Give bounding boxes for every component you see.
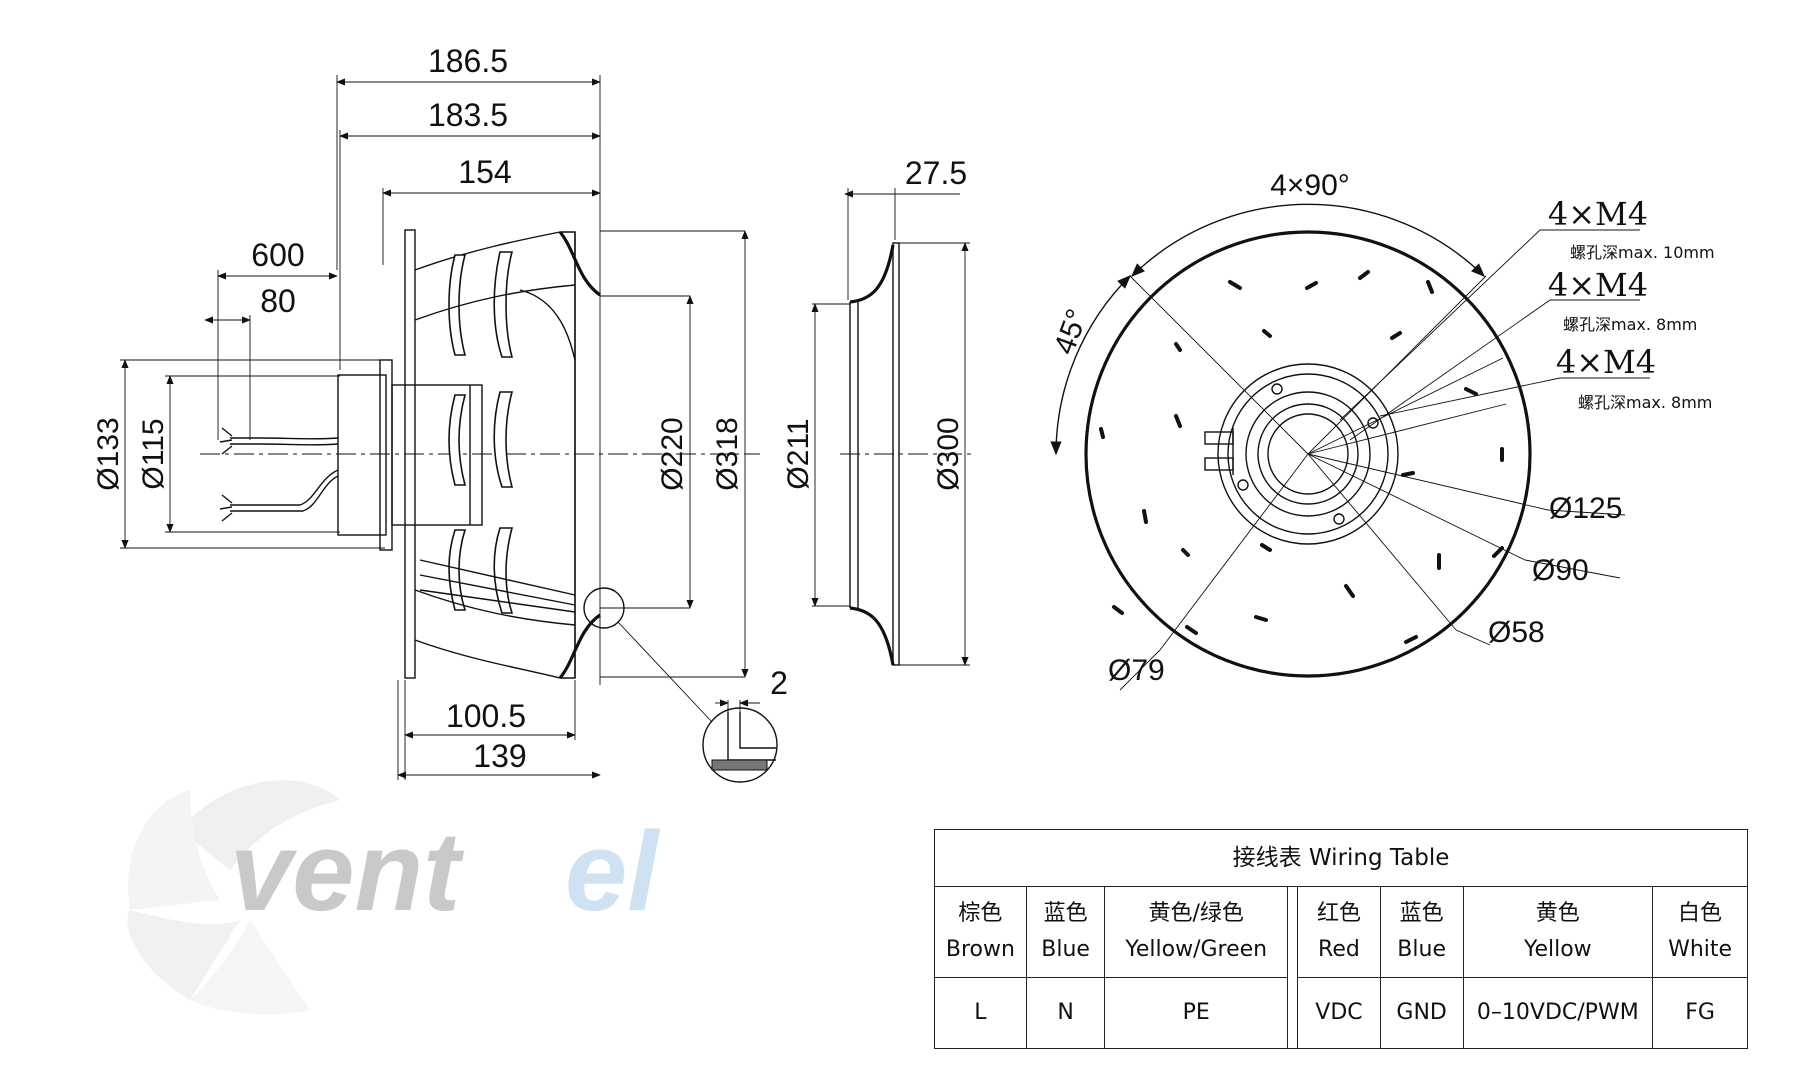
thread-note-1: 螺孔深max. 10mm: [1570, 243, 1715, 262]
logo-text-vent: vent: [230, 809, 465, 934]
blade-slots: [1099, 270, 1504, 644]
fan-icon: [127, 780, 340, 1015]
dim-d318: Ø318: [711, 417, 744, 490]
thread-note-2: 螺孔深max. 8mm: [1563, 315, 1697, 334]
detail-dim-2: 2: [770, 665, 788, 701]
table-divider: [1287, 886, 1299, 1049]
angle-4x90: 4×90°: [1270, 169, 1350, 202]
dim-d79: Ø79: [1108, 654, 1165, 687]
value-pe: PE: [1104, 977, 1289, 1049]
dim-d90: Ø90: [1532, 554, 1589, 587]
impeller-blades: [414, 251, 576, 626]
dim-600: 600: [251, 237, 304, 273]
inlet-ring-view: 27.5 Ø211 Ø300: [782, 155, 975, 666]
thread-label-3: 4×M4: [1556, 343, 1656, 381]
wiring-table-title: 接线表 Wiring Table: [934, 829, 1748, 887]
dim-d58: Ø58: [1488, 616, 1545, 649]
dim-d115: Ø115: [137, 418, 170, 489]
dim-d133: Ø133: [92, 417, 125, 490]
thread-note-3: 螺孔深max. 8mm: [1578, 393, 1712, 412]
dim-183-5: 183.5: [428, 97, 508, 133]
ventel-logo: vent el: [127, 780, 661, 1015]
dim-186-5: 186.5: [428, 43, 508, 79]
value-fg: FG: [1652, 977, 1748, 1049]
dim-27-5: 27.5: [905, 155, 967, 191]
wiring-value-row: L N PE VDC GND 0–10VDC/PWM FG: [934, 977, 1748, 1049]
dim-154: 154: [458, 154, 511, 190]
dim-100-5: 100.5: [446, 698, 526, 734]
dim-d211: Ø211: [782, 418, 815, 489]
dim-d125: Ø125: [1549, 492, 1622, 525]
side-view: 186.5 183.5 154 600 80 Ø133 Ø115: [92, 43, 788, 783]
logo-text-el: el: [565, 809, 661, 934]
dim-80: 80: [260, 283, 296, 319]
value-pwm: 0–10VDC/PWM: [1462, 977, 1654, 1049]
value-gnd: GND: [1379, 977, 1464, 1049]
thread-label-1: 4×M4: [1548, 195, 1648, 233]
value-vdc: VDC: [1297, 977, 1381, 1049]
detail-view: 2: [702, 665, 788, 783]
value-l: L: [934, 977, 1027, 1049]
front-view: 4×90° 45° 4×M4 螺孔深max. 10mm 4×M4 螺孔深max.…: [1048, 169, 1715, 691]
thread-label-2: 4×M4: [1548, 266, 1648, 304]
dim-d300: Ø300: [932, 417, 965, 490]
value-n: N: [1025, 977, 1106, 1049]
dim-139: 139: [473, 738, 526, 774]
dim-d220: Ø220: [656, 417, 689, 490]
angle-45: 45°: [1048, 305, 1095, 359]
